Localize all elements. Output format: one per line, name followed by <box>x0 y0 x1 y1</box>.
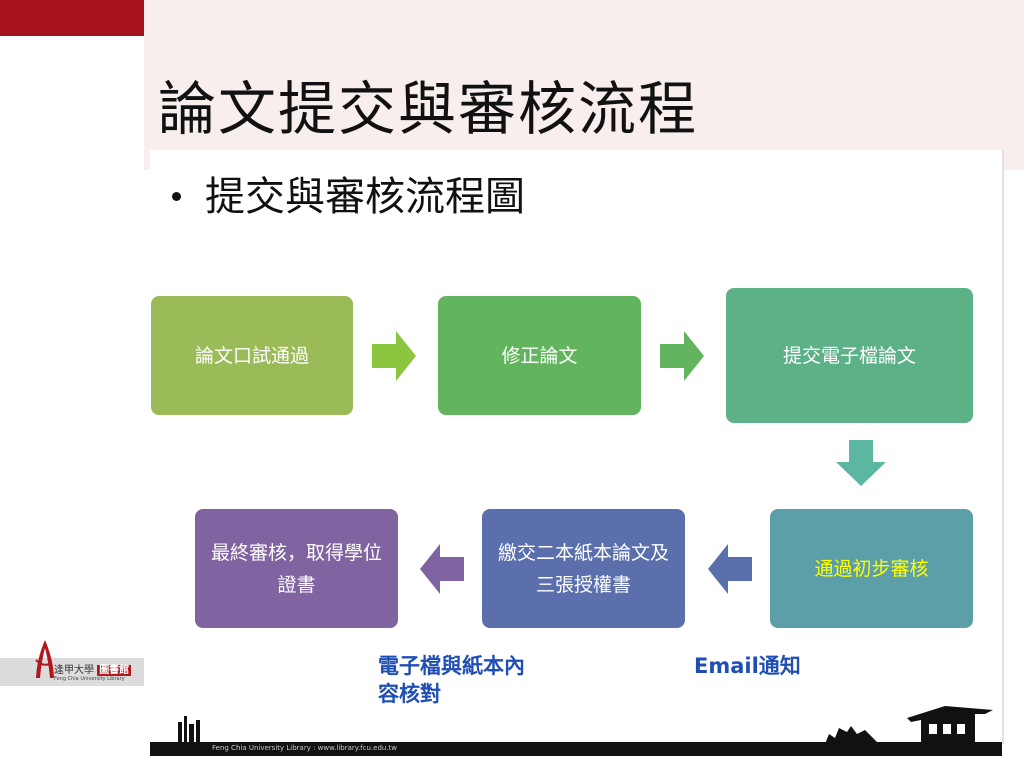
down-arrow-icon <box>836 440 886 486</box>
logo-subtitle: Feng Chia University Library <box>54 676 125 682</box>
step-oral-defense-label: 論文口試通過 <box>194 344 309 367</box>
red-corner-bar <box>0 0 144 36</box>
right-arrow-icon <box>660 331 704 381</box>
left-arrow-icon <box>708 544 752 594</box>
step-final-review-degree: 最終審核，取得學位證書 <box>195 509 398 628</box>
logo-library-label: 圖書館 <box>97 665 132 676</box>
logo-university-name: 逢甲大學 <box>54 665 94 676</box>
title-band <box>144 0 1024 170</box>
step-submit-electronic: 提交電子檔論文 <box>726 288 973 423</box>
footer-bar <box>150 742 1002 756</box>
step-revise-thesis-label: 修正論文 <box>501 344 578 367</box>
step-submit-paper-copies: 繳交二本紙本論文及三張授權書 <box>482 509 685 628</box>
step-revise-thesis: 修正論文 <box>438 296 641 415</box>
note-content-check-text: 電子檔與紙本內容核對 <box>378 654 525 706</box>
step-submit-electronic-label: 提交電子檔論文 <box>782 344 916 367</box>
skyline-left-icon <box>178 716 200 742</box>
step-initial-review-label: 通過初步審核 <box>814 557 929 580</box>
step-oral-defense: 論文口試通過 <box>151 296 353 415</box>
footer-text: Feng Chia University Library : www.libra… <box>212 744 398 752</box>
logo-text: 逢甲大學 圖書館 <box>54 661 132 676</box>
note-content-check: 電子檔與紙本內容核對 <box>378 652 538 708</box>
step-submit-paper-label: 繳交二本紙本論文及三張授權書 <box>497 541 669 596</box>
bullet-text: 提交與審核流程圖 <box>205 174 525 220</box>
university-logo-icon <box>35 640 54 678</box>
right-arrow-icon <box>372 331 416 381</box>
step-initial-review-passed: 通過初步審核 <box>770 509 973 628</box>
step-final-review-label: 最終審核，取得學位證書 <box>210 541 382 596</box>
note-email: Email通知 <box>694 654 801 678</box>
left-arrow-icon <box>420 544 464 594</box>
bullet-item: 提交與審核流程圖 <box>172 164 525 222</box>
skyline-right-icon <box>825 706 993 744</box>
slide-title: 論文提交與審核流程 <box>158 75 699 143</box>
bullet-dot-icon <box>172 191 181 201</box>
